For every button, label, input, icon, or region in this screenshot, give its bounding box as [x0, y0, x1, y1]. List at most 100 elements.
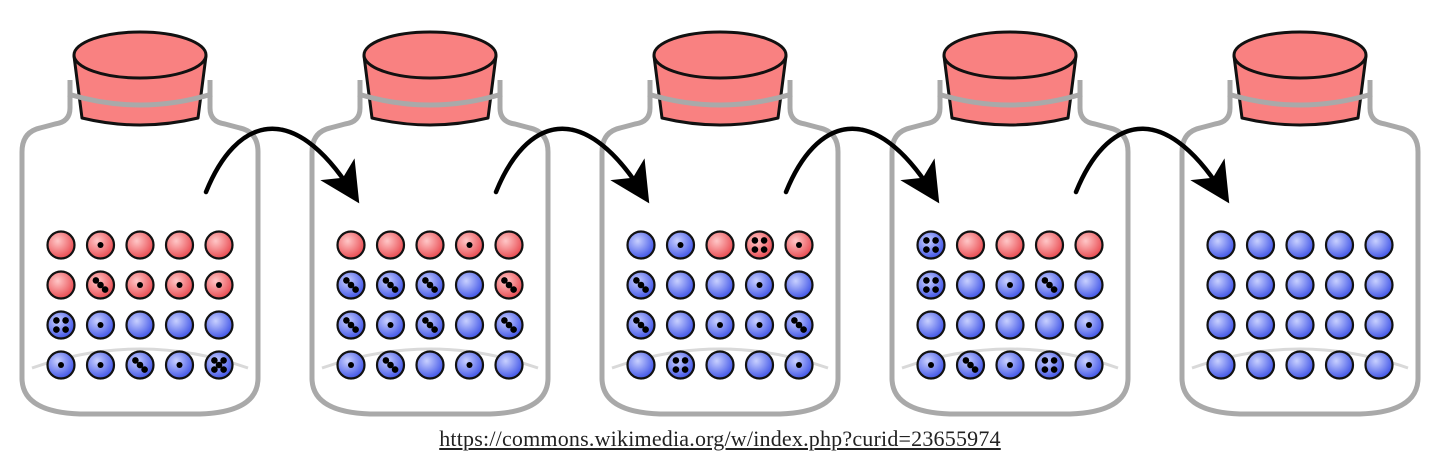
ball-dot	[176, 282, 183, 288]
red-ball	[494, 270, 524, 300]
blue-ball	[1245, 310, 1276, 340]
blue-ball	[415, 270, 445, 300]
ball-dot	[717, 322, 723, 328]
ball-dot	[932, 286, 939, 293]
blue-ball	[1206, 270, 1236, 300]
ball-dot	[1007, 282, 1013, 288]
red-ball	[204, 230, 234, 260]
blue-ball	[494, 350, 524, 380]
blue-ball	[1074, 270, 1104, 300]
cork-top	[942, 30, 1078, 80]
ball-dot	[387, 322, 394, 328]
blue-ball	[125, 310, 155, 340]
ball-dot	[672, 357, 680, 364]
ball-dot	[343, 277, 350, 284]
ball-dot	[347, 281, 355, 289]
ball-dot	[347, 321, 355, 329]
ball-dot	[391, 366, 399, 373]
cork-top	[362, 30, 498, 80]
cork	[1232, 30, 1368, 127]
ball-dot	[215, 361, 223, 369]
ball-dot	[751, 237, 759, 244]
ball-dot	[53, 317, 60, 324]
ball-dot	[932, 246, 939, 253]
ball-dot	[1007, 362, 1013, 368]
ball-dot	[1041, 366, 1049, 373]
ball-dot	[220, 357, 227, 364]
ball-dot	[62, 326, 69, 333]
ball-dot	[932, 237, 939, 244]
blue-ball	[204, 350, 234, 380]
source-credit-link[interactable]: https://commons.wikimedia.org/w/index.ph…	[439, 426, 1001, 451]
cork	[652, 30, 788, 127]
blue-ball	[1245, 350, 1276, 380]
blue-ball	[1364, 350, 1394, 380]
ball-dot	[633, 317, 640, 324]
red-ball	[125, 270, 155, 300]
blue-ball	[1324, 350, 1355, 380]
red-ball	[1034, 230, 1065, 260]
blue-ball	[955, 310, 986, 340]
red-ball	[494, 230, 524, 260]
blue-ball	[705, 310, 735, 340]
ball-dot	[923, 246, 930, 253]
ball-dot	[58, 362, 64, 368]
ball-dot	[637, 321, 645, 329]
blue-ball	[784, 350, 814, 380]
blue-ball	[744, 270, 775, 300]
jar-2	[309, 30, 551, 417]
red-ball	[955, 230, 986, 260]
ball-dot	[348, 362, 354, 368]
ball-dot	[382, 357, 390, 364]
ball-dot	[53, 326, 60, 333]
ball-dot	[681, 366, 689, 373]
ball-dot	[510, 326, 517, 333]
blue-ball	[995, 350, 1025, 380]
ball-dot	[62, 317, 69, 324]
cork-top	[1232, 30, 1368, 80]
red-ball	[164, 270, 195, 300]
blue-ball	[1324, 230, 1355, 260]
blue-ball	[454, 350, 485, 380]
blue-ball	[665, 270, 696, 300]
ball-dot	[343, 317, 350, 324]
ball-dot	[923, 286, 930, 293]
ball-dot	[962, 357, 970, 364]
blue-ball	[784, 270, 814, 300]
ball-dot	[501, 317, 508, 324]
cork	[942, 30, 1078, 127]
ball-dot	[216, 282, 222, 288]
blue-ball	[705, 270, 735, 300]
ball-dot	[633, 277, 640, 284]
jar-neck-band	[937, 91, 1083, 108]
blue-ball	[995, 270, 1025, 300]
ball-dot	[97, 322, 104, 328]
blue-ball	[494, 310, 524, 340]
ball-dot	[176, 362, 183, 368]
transfer-arrows	[203, 126, 1230, 204]
cork-top	[652, 30, 788, 80]
blue-ball	[1074, 350, 1104, 380]
red-ball	[46, 230, 76, 260]
blue-ball	[46, 350, 76, 380]
blue-ball	[1364, 270, 1394, 300]
ball-dot	[97, 281, 104, 289]
jar-neck-band	[67, 91, 213, 108]
ball-dot	[352, 326, 359, 333]
blue-ball	[415, 310, 445, 340]
blue-ball	[85, 310, 116, 340]
ball-dot	[1046, 281, 1053, 289]
ball-dot	[391, 286, 399, 293]
blue-ball	[164, 310, 195, 340]
ball-dot	[141, 366, 148, 373]
blue-ball	[1074, 310, 1104, 340]
red-ball	[375, 230, 406, 260]
ball-dot	[382, 277, 390, 284]
blue-ball	[995, 310, 1025, 340]
ball-dot	[756, 282, 763, 288]
ball-dot	[137, 282, 143, 288]
ball-dot	[505, 321, 513, 329]
arrow-4-to-5	[1073, 126, 1230, 204]
ball-dot	[923, 277, 930, 284]
ball-dot	[352, 286, 359, 293]
